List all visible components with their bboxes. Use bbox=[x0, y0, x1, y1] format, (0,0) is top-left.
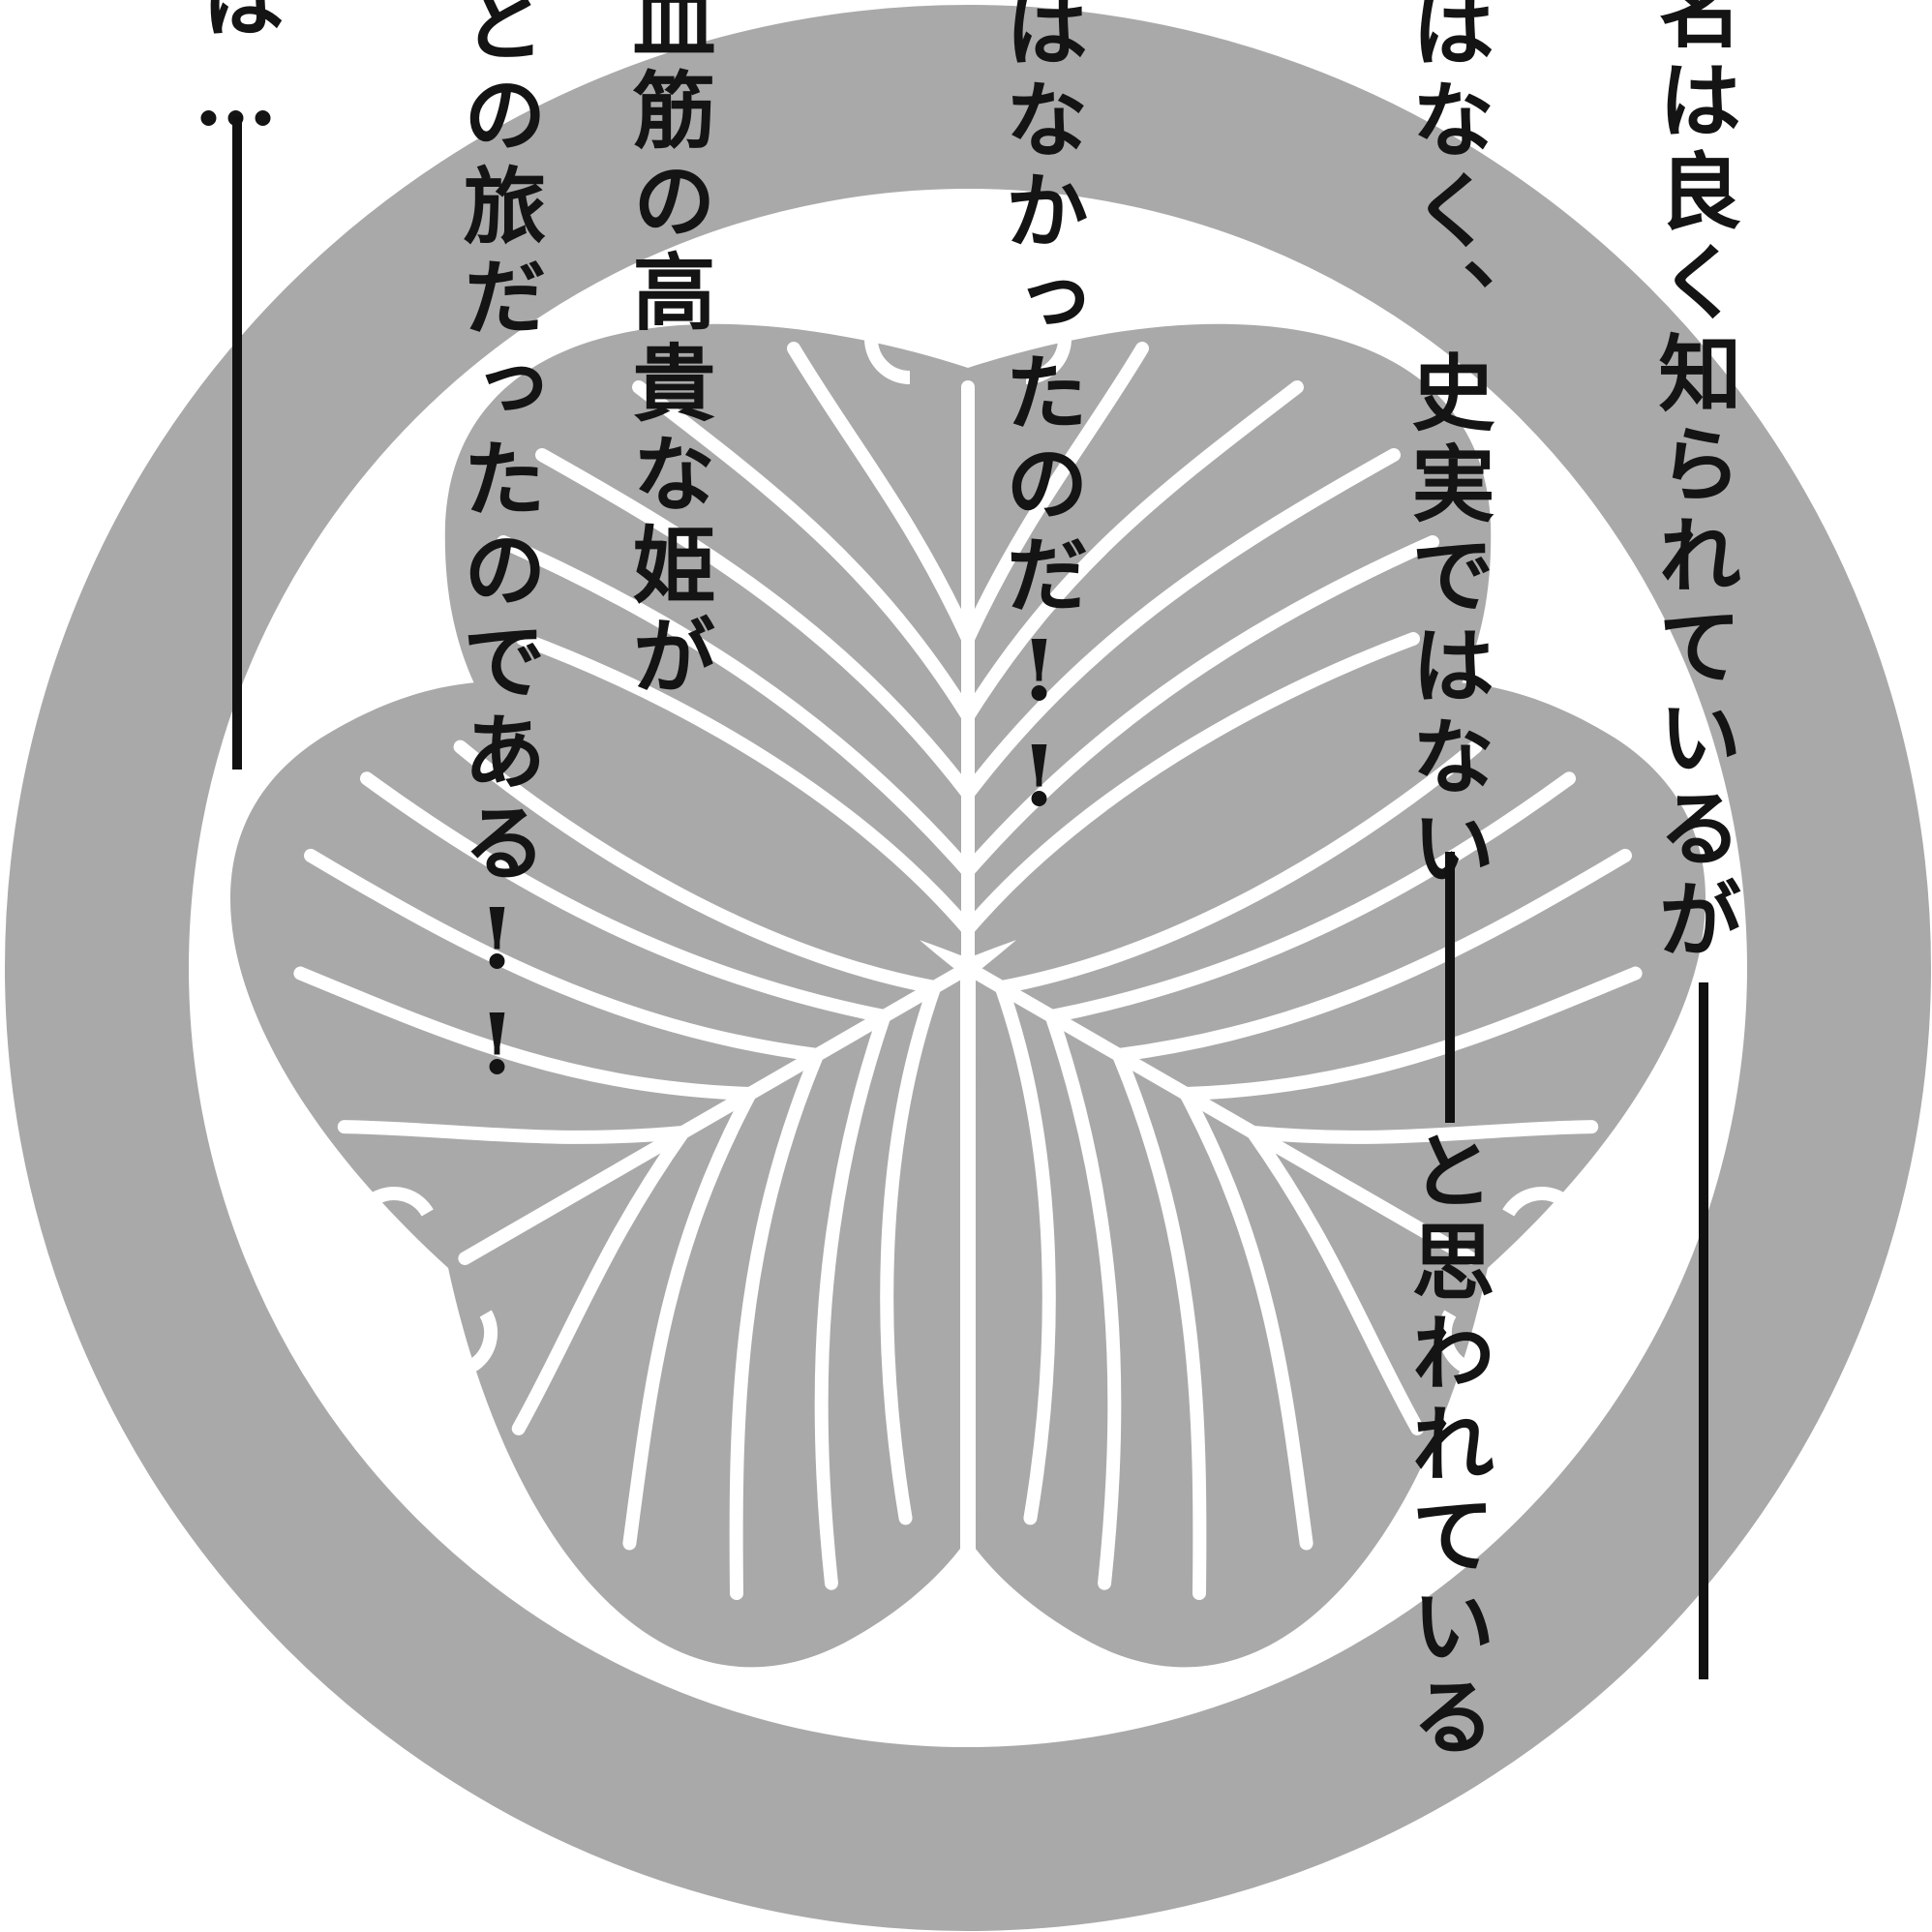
crest-leaves bbox=[128, 293, 1807, 1755]
narration-column-5: 血筋の高貴な姫が bbox=[618, 0, 715, 704]
narration-column-1: 名は良く知られているが bbox=[1644, 0, 1741, 967]
narration-column-2: はなく、史実ではない bbox=[1397, 0, 1494, 895]
dash-rule-2 bbox=[1445, 852, 1455, 1123]
dash-rule-1 bbox=[1699, 982, 1708, 1679]
narration-column-4: はなかったのだ!! bbox=[990, 0, 1088, 833]
narration-column-6: との旅だったのである!! bbox=[448, 0, 546, 1102]
dash-rule-3 bbox=[232, 116, 242, 770]
crest-ring bbox=[5, 5, 1931, 1931]
narration-column-3: と思われている bbox=[1397, 1128, 1494, 1765]
